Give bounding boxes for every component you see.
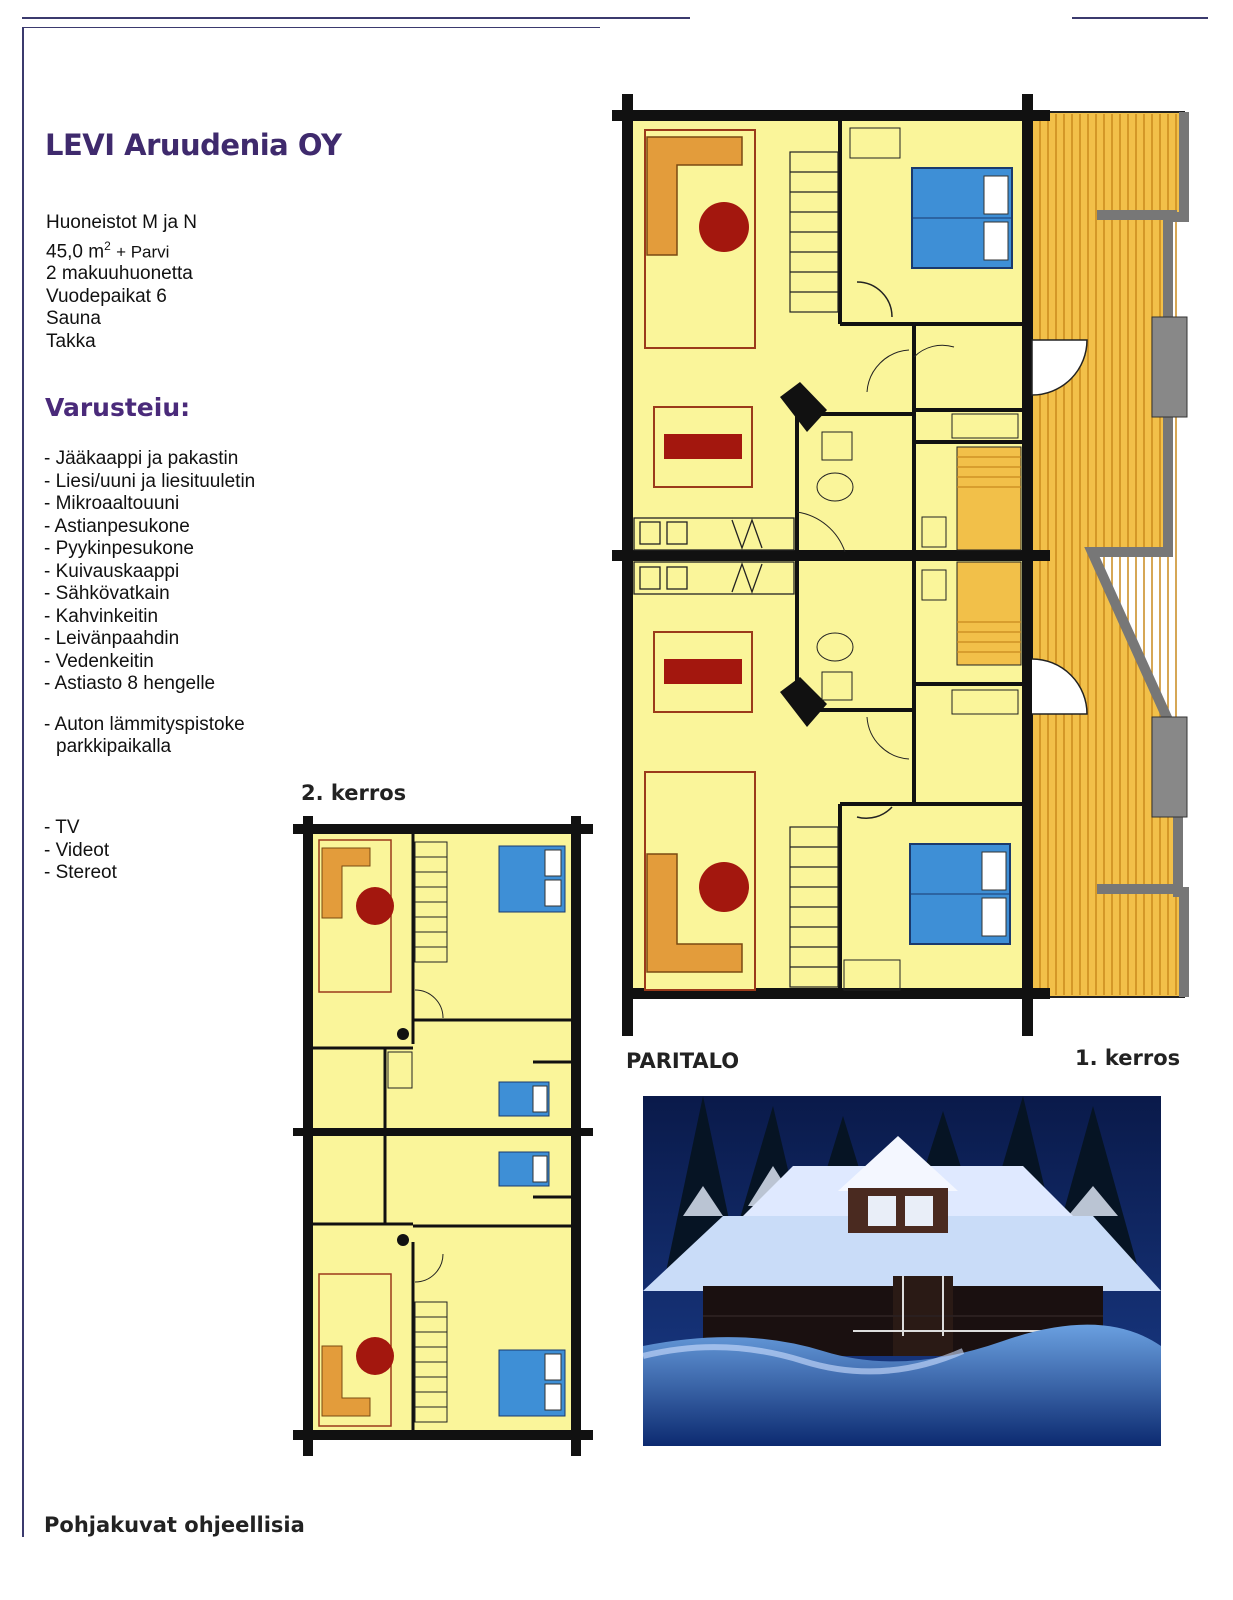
detail-beds: Vuodepaikat 6 <box>46 285 167 307</box>
dining-table-lower <box>664 659 742 684</box>
list-item: - Pyykinpesukone <box>44 538 194 559</box>
kitchen-upper <box>633 517 795 551</box>
second-floor-label: 2. kerros <box>301 781 407 805</box>
second-floor-plan <box>293 816 593 1456</box>
list-item: - Kahvinkeitin <box>44 605 159 627</box>
list-item: - Astianpesukone <box>44 515 190 537</box>
fireplace-upper <box>780 382 827 432</box>
list-item: - Videot <box>44 839 110 861</box>
list-item: - Stereot <box>44 862 117 883</box>
sauna-lower <box>956 561 1022 666</box>
top-rule <box>22 17 690 19</box>
apartment-details: Huoneistot M ja N 45,0 m2 + Parvi 2 maku… <box>46 212 197 353</box>
top-rule-inner <box>22 27 600 28</box>
first-floor-label: 1. kerros <box>1075 1046 1181 1070</box>
first-floor-plan <box>612 94 1189 1036</box>
sofa-lower <box>646 853 743 973</box>
left-rule <box>22 27 24 1537</box>
list-item: - Astiasto 8 hengelle <box>44 673 216 694</box>
footer-note: Pohjakuvat ohjeellisia <box>44 1513 305 1537</box>
equipment-title: Varusteiu: <box>45 393 191 422</box>
page-title: LEVI Aruudenia OY <box>45 128 342 162</box>
building-type-label: PARITALO <box>626 1049 740 1073</box>
list-item: - Kuivauskaappi <box>44 560 180 582</box>
sofa-upper <box>646 136 743 256</box>
round-table-lower <box>699 862 749 912</box>
dining-table-upper <box>664 434 742 459</box>
list-item: - Sähkövatkain <box>44 583 170 604</box>
entry-door-lower <box>1031 658 1088 715</box>
list-item: - Mikroaaltouuni <box>44 493 180 514</box>
walls <box>612 94 1050 1036</box>
detail-apartments: Huoneistot M ja N <box>46 212 198 233</box>
fireplace-lower <box>780 677 827 727</box>
list-item: - Leivänpaahdin <box>44 628 180 649</box>
top-rule-right <box>1072 17 1208 19</box>
list-item: - TV <box>44 817 80 838</box>
entry-door-upper <box>1031 339 1088 396</box>
kitchen-lower <box>633 561 795 595</box>
list-item: - Vedenkeitin <box>44 650 154 672</box>
loft-walls <box>293 816 593 1456</box>
stairs-lower <box>789 826 839 988</box>
equipment-list: - Jääkaappi ja pakastin - Liesi/uuni ja … <box>44 448 255 759</box>
house-photo <box>643 1096 1161 1446</box>
stairs-upper <box>789 151 839 313</box>
list-item: - Liesi/uuni ja liesituuletin <box>44 470 256 492</box>
round-table-upper <box>699 202 749 252</box>
detail-bedrooms: 2 makuuhuonetta <box>46 263 193 285</box>
detail-sauna: Sauna <box>46 308 101 330</box>
list-item: parkkipaikalla <box>56 736 172 757</box>
detail-fireplace: Takka <box>46 330 96 352</box>
sauna-upper <box>956 446 1022 551</box>
detail-area: 45,0 m2 + Parvi <box>46 238 170 262</box>
terrace <box>1031 111 1189 998</box>
media-list: - TV - Videot - Stereot <box>44 817 117 885</box>
list-item: - Auton lämmityspistoke <box>44 713 245 735</box>
list-item: - Jääkaappi ja pakastin <box>44 448 239 469</box>
